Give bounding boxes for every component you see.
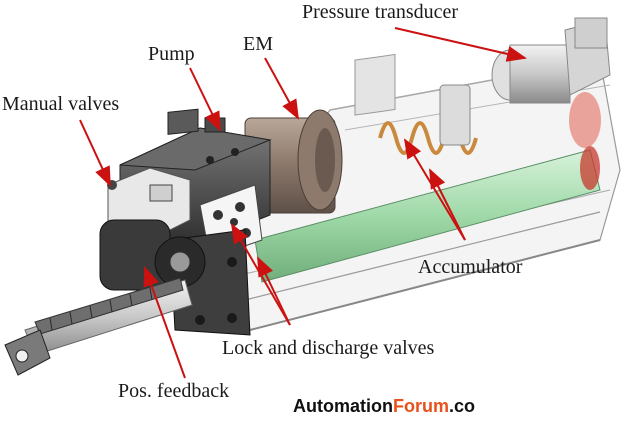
label-pressure-transducer: Pressure transducer (302, 1, 459, 23)
arrow-em (264, 57, 299, 120)
label-manual-valves: Manual valves (2, 93, 120, 115)
arrow-pressure-transducer (394, 27, 527, 62)
label-lock-discharge: Lock and discharge valves (222, 337, 435, 359)
leader-arrows (79, 27, 527, 379)
label-pos-feedback: Pos. feedback (118, 380, 230, 402)
arrow-accumulator-1 (403, 138, 466, 241)
brand-part-3: .co (448, 396, 475, 416)
arrow-lock-discharge-2 (257, 256, 291, 326)
front-housing (99, 219, 251, 336)
brand-part-2: Forum (392, 396, 449, 416)
label-em: EM (243, 33, 273, 55)
piston-rod (4, 277, 193, 376)
spring-assembly (354, 53, 478, 155)
arrow-pump (189, 67, 221, 132)
label-pump: Pump (148, 43, 195, 65)
brand-part-1: Automation (293, 396, 393, 416)
brand-watermark: AutomationForum.co (293, 397, 475, 415)
arrow-manual-valves (79, 119, 111, 187)
label-accumulator: Accumulator (418, 256, 523, 278)
arrow-accumulator-2 (429, 168, 466, 241)
accumulator-cylinder (254, 92, 601, 283)
arrow-pos-feedback (143, 266, 186, 379)
